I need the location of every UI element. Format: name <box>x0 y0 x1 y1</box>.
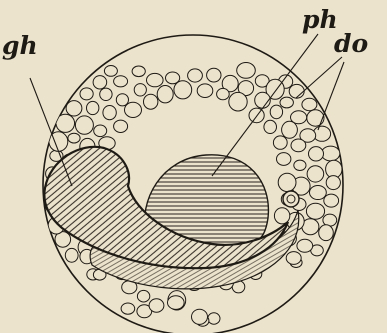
yolk-cell <box>68 133 80 143</box>
yolk-cell <box>103 106 116 120</box>
yolk-cell <box>132 66 145 77</box>
label-do: do <box>334 29 368 58</box>
yolk-cell <box>207 68 221 82</box>
yolk-cell <box>307 110 324 126</box>
yolk-cell <box>270 105 282 119</box>
label-ph: ph <box>302 5 338 34</box>
yolk-cell <box>93 76 107 89</box>
yolk-cell <box>116 94 128 106</box>
yolk-cell <box>121 303 135 314</box>
yolk-cell <box>273 136 287 149</box>
yolk-cell <box>326 176 340 190</box>
yolk-cell <box>319 225 334 241</box>
yolk-cell <box>134 84 146 96</box>
yolk-cell <box>324 194 339 207</box>
yolk-cell <box>66 101 82 116</box>
yolk-cell <box>291 139 306 152</box>
label-gh: gh <box>2 31 38 60</box>
yolk-cell <box>321 146 339 161</box>
yolk-cell <box>282 121 298 138</box>
yolk-cell <box>302 98 317 110</box>
yolk-cell <box>306 203 324 219</box>
yolk-cell <box>294 160 306 170</box>
yolk-cell <box>286 252 301 265</box>
yolk-cell <box>188 69 203 82</box>
yolk-cell <box>192 309 208 324</box>
yolk-cell <box>174 81 192 99</box>
yolk-cell <box>217 88 230 99</box>
yolk-cell <box>197 84 213 98</box>
yolk-cell <box>277 153 291 166</box>
yolk-cell <box>144 94 158 109</box>
yolk-cell <box>114 120 128 132</box>
yolk-cell <box>289 84 304 98</box>
yolk-cell <box>309 147 324 161</box>
yolk-cell <box>310 186 327 200</box>
yolk-cell <box>237 63 256 79</box>
duct-opening <box>283 191 299 207</box>
yolk-cell <box>149 299 164 312</box>
yolk-cell <box>94 125 107 137</box>
yolk-cell <box>65 248 78 262</box>
yolk-cell <box>75 116 93 134</box>
yolk-cell <box>137 290 149 302</box>
yolk-cell <box>168 296 185 310</box>
yolk-cell <box>264 120 277 133</box>
yolk-cell <box>278 173 296 191</box>
yolk-cell <box>297 239 313 252</box>
yolk-cell <box>229 92 247 111</box>
yolk-cell <box>208 313 220 324</box>
yolk-cell <box>147 73 164 86</box>
yolk-cell <box>114 76 128 87</box>
leader-do-2 <box>318 62 344 130</box>
leader-do-1 <box>296 57 342 98</box>
yolk-cell <box>323 214 337 226</box>
yolk-cell <box>307 166 324 182</box>
yolk-cell <box>157 86 173 103</box>
yolk-cell <box>80 88 93 100</box>
yolk-cell <box>87 101 99 114</box>
yolk-cell <box>125 102 142 117</box>
yolk-cell <box>280 97 293 108</box>
yolk-cell <box>104 66 117 77</box>
yolk-cell <box>100 88 112 100</box>
